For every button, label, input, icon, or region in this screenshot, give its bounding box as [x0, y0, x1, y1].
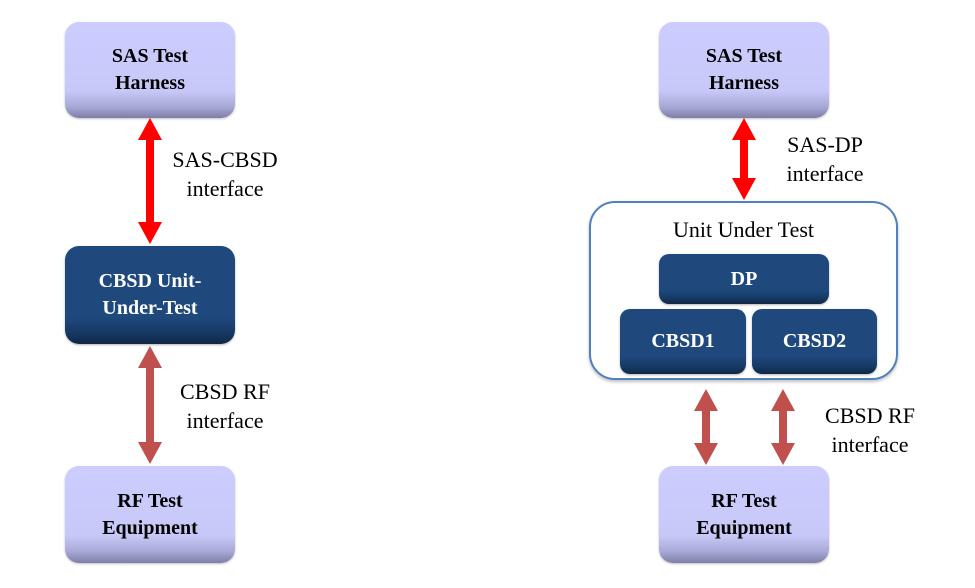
right-sas-test-harness-box: SAS Test Harness [659, 22, 829, 118]
left-rf-interface-line1: CBSD RF [180, 379, 270, 404]
right-sas-interface-line1: SAS-DP [787, 132, 863, 157]
right-rf-arrow-cbsd1 [694, 389, 718, 465]
right-rf-test-equipment-box: RF Test Equipment [659, 466, 829, 563]
left-sas-interface-line1: SAS-CBSD [172, 147, 278, 172]
unit-under-test-title: Unit Under Test [672, 217, 815, 242]
right-rf-interface-line1: CBSD RF [825, 403, 915, 428]
right-rf-interface-label: CBSD RF interface [810, 401, 930, 459]
right-sas-harness-line1: SAS Test [705, 45, 783, 67]
left-sas-test-harness-box: SAS Test Harness [65, 22, 235, 118]
cbsd2-box: CBSD2 [752, 309, 877, 374]
right-sas-interface-line2: interface [786, 161, 864, 186]
left-sas-harness-line2: Harness [115, 72, 185, 94]
left-sas-interface-label: SAS-CBSD interface [160, 145, 290, 203]
dp-label: DP [730, 267, 758, 290]
right-sas-dp-interface-label: SAS-DP interface [765, 130, 885, 188]
left-uut-line1: CBSD Unit- [98, 270, 202, 292]
left-cbsd-uut-box: CBSD Unit- Under-Test [65, 246, 235, 344]
right-sas-dp-arrow [732, 118, 756, 200]
right-rf-interface-line2: interface [831, 432, 909, 457]
left-rf-equipment-line2: Equipment [102, 516, 198, 539]
right-rf-equipment-line1: RF Test [711, 489, 777, 512]
cbsd2-label: CBSD2 [782, 330, 847, 352]
left-uut-line2: Under-Test [102, 297, 198, 319]
left-rf-arrow [138, 346, 162, 464]
left-sas-cbsd-arrow [138, 118, 162, 244]
dp-box: DP [659, 254, 829, 304]
left-rf-equipment-line1: RF Test [117, 489, 183, 512]
cbsd1-label: CBSD1 [651, 330, 715, 352]
left-sas-harness-line1: SAS Test [111, 45, 189, 67]
left-rf-interface-label: CBSD RF interface [165, 377, 285, 435]
left-sas-interface-line2: interface [186, 176, 264, 201]
right-rf-equipment-line2: Equipment [696, 516, 792, 539]
cbsd1-box: CBSD1 [620, 309, 746, 374]
right-rf-arrow-cbsd2 [771, 389, 795, 465]
right-sas-harness-line2: Harness [709, 72, 779, 94]
left-rf-interface-line2: interface [186, 408, 264, 433]
left-rf-test-equipment-box: RF Test Equipment [65, 466, 235, 563]
